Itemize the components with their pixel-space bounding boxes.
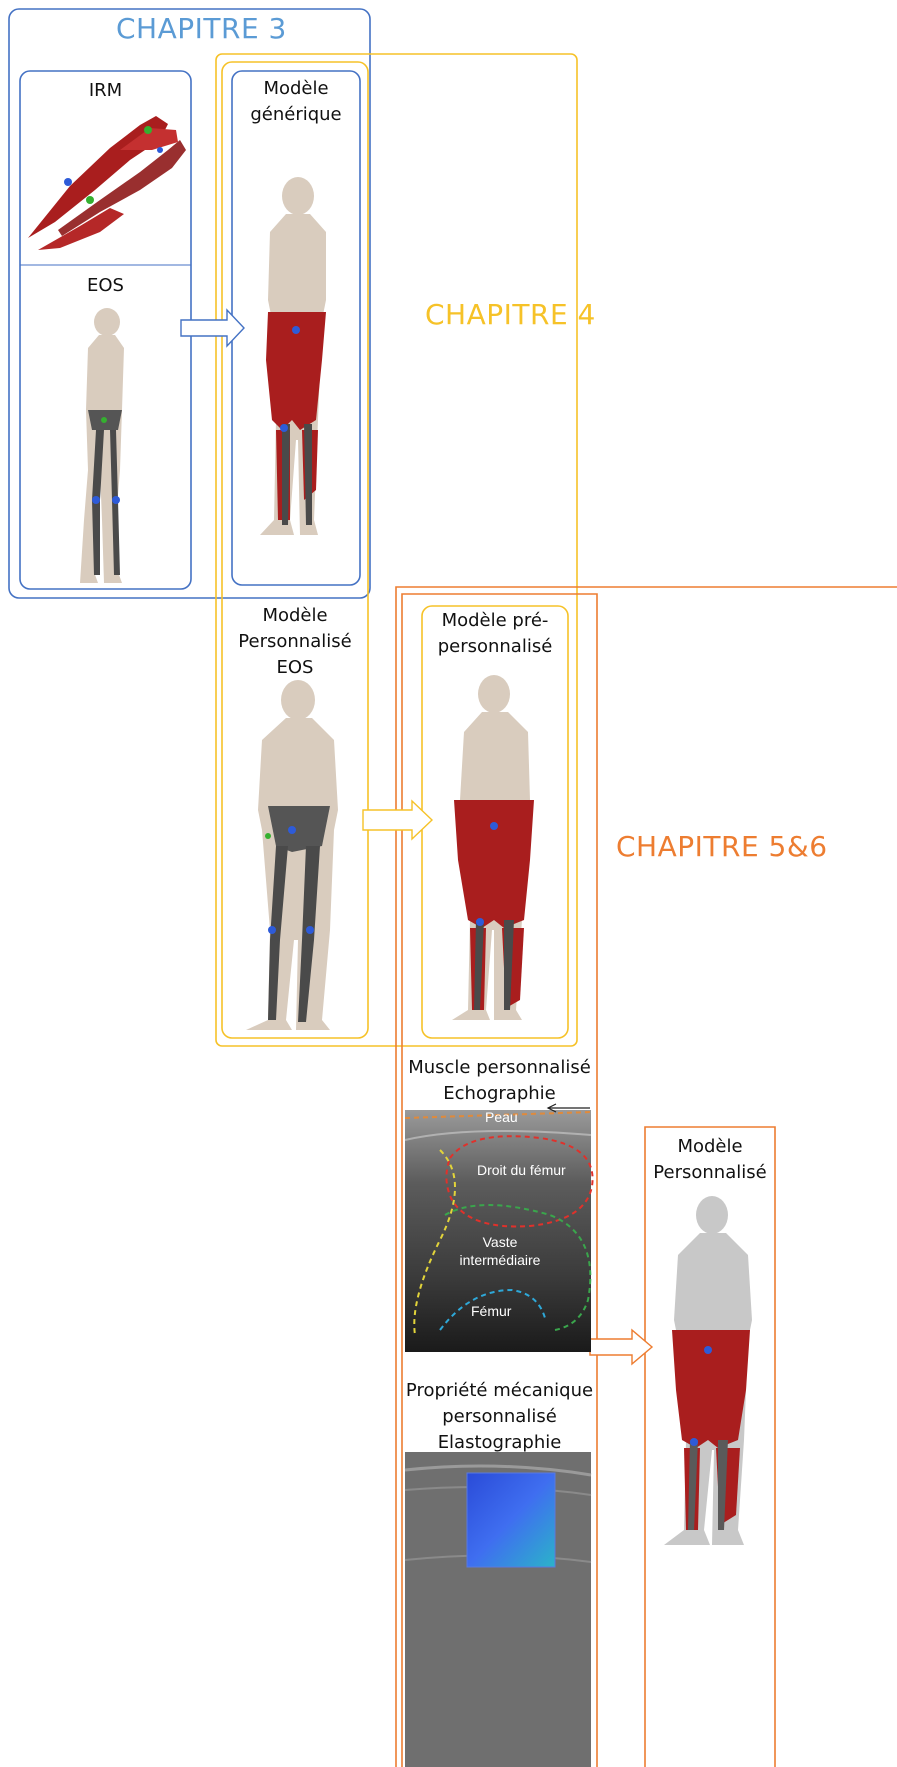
us-label-vaste-line1: Vaste	[440, 1233, 560, 1251]
elasto-title-line3: Elastographie	[402, 1430, 597, 1456]
final-model-label-line1: Modèle	[645, 1134, 775, 1160]
us-label-femur: Fémur	[471, 1303, 511, 1319]
eos-model-figure	[246, 680, 338, 1030]
generic-model-label-line2: générique	[232, 102, 360, 128]
eos-model-label-line2: Personnalisé	[222, 629, 368, 655]
eos-model-label: Modèle Personnalisé EOS	[222, 603, 368, 681]
elastographie-image	[405, 1452, 591, 1767]
pre-perso-label: Modèle pré- personnalisé	[422, 608, 568, 660]
final-model-figure	[664, 1196, 752, 1545]
final-model-label-line2: Personnalisé	[645, 1160, 775, 1186]
pre-perso-label-line2: personnalisé	[422, 634, 568, 660]
us-label-peau: Peau	[485, 1109, 518, 1125]
elasto-title-line2: personnalisé	[402, 1404, 597, 1430]
generic-model-label-line1: Modèle	[232, 76, 360, 102]
eos-model-label-line3: EOS	[222, 655, 368, 681]
final-model-label: Modèle Personnalisé	[645, 1134, 775, 1186]
elasto-title: Propriété mécanique personnalisé Elastog…	[402, 1378, 597, 1456]
irm-label: IRM	[20, 78, 191, 104]
echo-title-line2: Echographie	[402, 1081, 597, 1107]
pre-perso-label-line1: Modèle pré-	[422, 608, 568, 634]
generic-model-label: Modèle générique	[232, 76, 360, 128]
echo-title: Muscle personnalisé Echographie	[402, 1055, 597, 1107]
generic-model-figure	[260, 177, 326, 535]
us-label-droit-femur: Droit du fémur	[477, 1162, 566, 1178]
us-label-vaste: Vaste intermédiaire	[440, 1233, 560, 1269]
us-label-vaste-line2: intermédiaire	[440, 1251, 560, 1269]
eos-skeleton-figure	[80, 308, 124, 583]
elasto-title-line1: Propriété mécanique	[402, 1378, 597, 1404]
eos-model-label-line1: Modèle	[222, 603, 368, 629]
irm-muscles-image	[28, 116, 186, 250]
eos-label: EOS	[20, 273, 191, 299]
echo-title-line1: Muscle personnalisé	[402, 1055, 597, 1081]
arrow-right-icon	[590, 1330, 652, 1364]
pre-perso-model-figure	[452, 675, 534, 1020]
